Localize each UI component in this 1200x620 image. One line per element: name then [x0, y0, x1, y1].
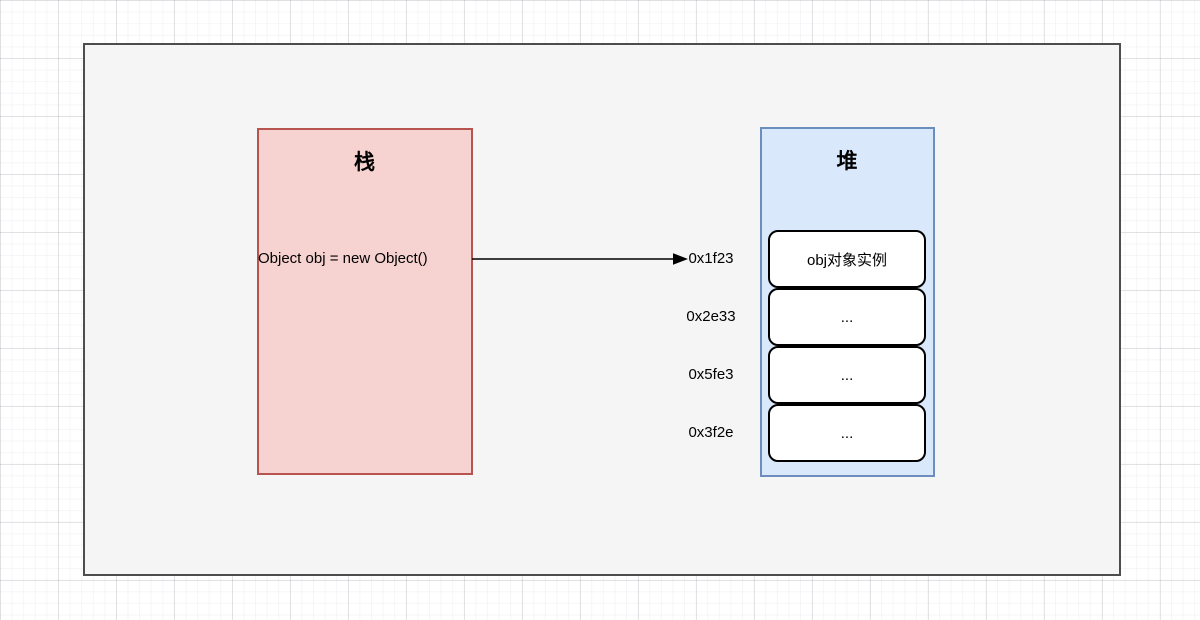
heap-address-label: 0x2e33 — [686, 308, 736, 325]
heap-slot: ... — [768, 288, 926, 346]
reference-arrow-icon — [472, 253, 688, 265]
heap-title: 堆 — [836, 150, 859, 173]
heap-slot: ... — [768, 404, 926, 462]
diagram-frame — [83, 43, 1121, 576]
stack-title: 栈 — [354, 151, 376, 174]
heap-slot-value: ... — [840, 424, 854, 442]
heap-slot: ... — [768, 346, 926, 404]
heap-address-label: 0x1f23 — [688, 250, 734, 267]
stack-statement-text: Object obj = new Object() — [258, 250, 428, 267]
stack-region: 栈 — [257, 128, 473, 475]
heap-slot: obj对象实例 — [768, 230, 926, 288]
heap-address-label: 0x3f2e — [688, 424, 734, 441]
heap-address-label: 0x5fe3 — [688, 366, 734, 383]
heap-slot-value: ... — [840, 308, 854, 326]
heap-slot-value: obj对象实例 — [806, 251, 888, 269]
heap-slot-value: ... — [840, 366, 854, 384]
